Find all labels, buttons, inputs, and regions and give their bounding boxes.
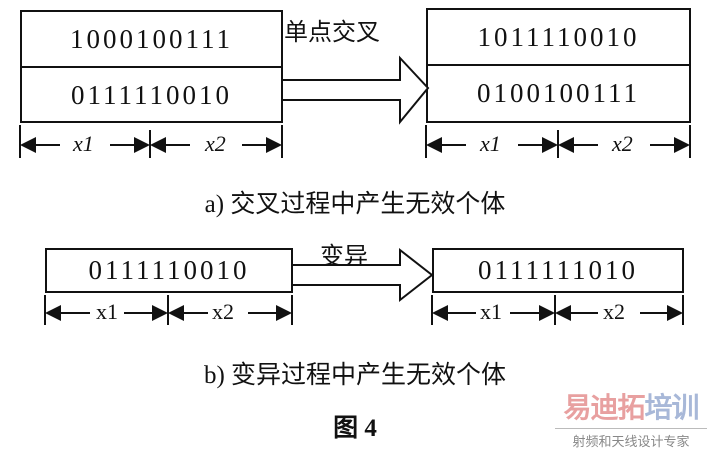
caption-a: a) 交叉过程中产生无效个体: [204, 191, 506, 218]
crossover-before-box: 1000100111 0111110010: [20, 10, 283, 123]
watermark-tagline: 射频和天线设计专家: [555, 428, 707, 449]
crossover-arrow-icon: [283, 55, 430, 125]
crossover-after-box: 1011110010 0100100111: [426, 8, 691, 123]
chromosome: 1000100111: [22, 12, 281, 68]
segment-label: x2: [612, 131, 633, 156]
figure-label: 图 4: [333, 415, 377, 442]
mutation-before-box: 0111110010: [45, 248, 293, 293]
watermark-brand-a: 易迪拓: [563, 391, 645, 424]
mutation-arrow-icon: [293, 247, 434, 303]
mutation-after-box: 0111111010: [432, 248, 684, 293]
chromosome: 0111110010: [88, 255, 250, 285]
caption-b: b) 变异过程中产生无效个体: [203, 362, 507, 389]
chromosome: 0111110010: [71, 79, 232, 110]
crossover-label: 单点交叉: [284, 18, 380, 46]
segment-label: x1: [96, 299, 118, 324]
segment-label: x2: [205, 131, 226, 156]
segment-label: x2: [212, 299, 234, 324]
segment-label: x1: [480, 131, 501, 156]
segment-label: x2: [603, 299, 625, 324]
segment-label: x1: [480, 299, 502, 324]
chromosome: 0100100111: [477, 78, 640, 108]
segment-label: x1: [73, 131, 94, 156]
chromosome: 1011110010: [428, 10, 689, 66]
watermark: 易迪拓培训 射频和天线设计专家: [555, 392, 707, 449]
watermark-brand-b: 培训: [644, 391, 700, 424]
chromosome: 0111111010: [478, 255, 638, 285]
